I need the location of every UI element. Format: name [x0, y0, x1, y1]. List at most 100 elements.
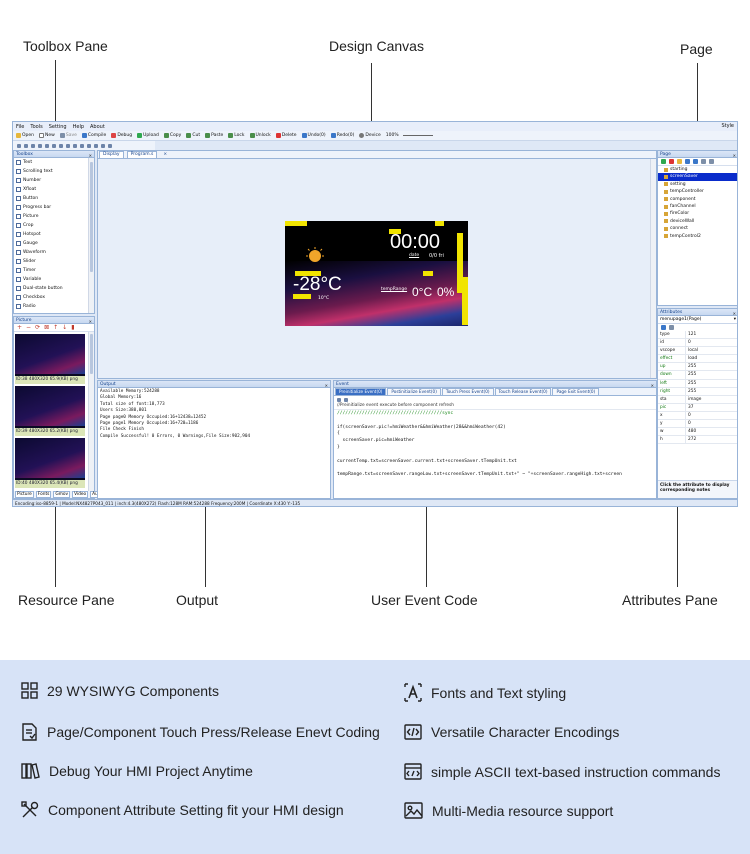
paste-button[interactable]: Paste	[205, 133, 223, 138]
insert-page-icon[interactable]	[677, 159, 682, 164]
debug-button[interactable]: Debug	[111, 133, 132, 138]
page-item[interactable]: screenSaver	[658, 173, 737, 181]
tab-postinitialize[interactable]: Postinitialize Event(0)	[387, 388, 441, 395]
zoom-control[interactable]: 100%	[386, 133, 433, 138]
page-item[interactable]: starting	[658, 166, 737, 173]
attribute-value[interactable]: 272	[688, 437, 697, 443]
picture-thumbnail[interactable]: ID:39 480X320 65.2(KB) png	[15, 386, 85, 436]
menu-help[interactable]: Help	[72, 123, 85, 130]
upload-button[interactable]: Upload	[137, 133, 159, 138]
menu-file[interactable]: File	[16, 123, 25, 130]
add-icon[interactable]: +	[17, 324, 23, 331]
move-up-icon[interactable]: ↑	[53, 324, 59, 331]
hmi-screen-preview[interactable]: 00:00 date 0/0 fri -28°C 10°C tempRange …	[285, 221, 468, 326]
center-v-icon[interactable]	[52, 143, 56, 148]
bring-front-icon[interactable]	[94, 143, 98, 148]
toolbox-item[interactable]: Dual-state button	[16, 284, 94, 293]
unlock-button[interactable]: Unlock	[249, 133, 271, 138]
trash-icon[interactable]: ▮	[71, 324, 75, 331]
move-up-page-icon[interactable]	[685, 159, 690, 164]
temp-range[interactable]: 10°C	[318, 296, 330, 301]
copy-page-icon[interactable]	[701, 159, 706, 164]
tab-touch-press[interactable]: Touch Press Event(0)	[441, 388, 494, 395]
toolbox-item[interactable]: Variable	[16, 275, 94, 284]
attribute-value[interactable]: image	[688, 396, 702, 402]
attribute-value[interactable]: local	[688, 348, 699, 354]
same-height-icon[interactable]	[66, 143, 70, 148]
toolbox-scroll-thumb[interactable]	[90, 162, 93, 272]
menu-setting[interactable]: Setting	[48, 123, 67, 130]
toolbox-item[interactable]: Gauge	[16, 239, 94, 248]
attribute-value[interactable]: 255	[688, 380, 697, 386]
pin-icon[interactable]: ✕	[732, 153, 736, 158]
cut-button[interactable]: Cut	[186, 133, 200, 138]
align-bottom-icon[interactable]	[38, 143, 42, 148]
attribute-value[interactable]: 480	[688, 429, 697, 435]
page-item[interactable]: tempControl2	[658, 233, 737, 240]
tab-fonts[interactable]: Fonts	[35, 491, 52, 498]
toolbox-item[interactable]: Hotspot	[16, 230, 94, 239]
toolbox-scrollbar[interactable]	[88, 158, 94, 313]
pin-icon[interactable]: ✕	[732, 311, 736, 316]
send-back-icon[interactable]	[101, 143, 105, 148]
toolbox-item[interactable]: Progress bar	[16, 203, 94, 212]
component-tag[interactable]	[457, 233, 463, 293]
sort-icon[interactable]	[661, 325, 666, 330]
delete-button[interactable]: Delete	[275, 133, 297, 138]
toolbox-item[interactable]: Picture	[16, 212, 94, 221]
device-button[interactable]: Device	[359, 133, 381, 138]
toolbox-item[interactable]: Slider	[16, 257, 94, 266]
move-down-icon[interactable]: ↓	[62, 324, 68, 331]
tab-picture[interactable]: Picture	[15, 491, 34, 498]
new-button[interactable]: New	[39, 133, 55, 138]
pin-icon[interactable]: ✕	[88, 319, 92, 324]
redo-button[interactable]: Redo(0)	[330, 133, 354, 138]
open-button[interactable]: Open	[16, 133, 34, 138]
filter-icon[interactable]	[669, 325, 674, 330]
attribute-value[interactable]: 255	[688, 364, 697, 370]
clock-time[interactable]: 00:00	[390, 231, 441, 253]
compile-button[interactable]: Compile	[81, 133, 106, 138]
delete-page-icon[interactable]	[669, 159, 674, 164]
undo-button[interactable]: Undo(0)	[301, 133, 326, 138]
component-tag[interactable]	[423, 271, 433, 276]
tab-close-icon[interactable]: ×	[163, 152, 168, 157]
toolbox-item[interactable]: Timer	[16, 266, 94, 275]
pin-icon[interactable]: ✕	[88, 153, 92, 158]
menu-tools[interactable]: Tools	[30, 123, 43, 130]
tab-program[interactable]: Program.s	[126, 151, 158, 158]
attribute-value[interactable]: 255	[688, 388, 697, 394]
center-h-icon[interactable]	[45, 143, 49, 148]
menu-style[interactable]: Style	[721, 123, 734, 129]
attribute-value[interactable]: 255	[688, 372, 697, 378]
date-value[interactable]: 0/0 fri	[429, 253, 444, 259]
page-item[interactable]: connect	[658, 225, 737, 232]
same-size-icon[interactable]	[73, 143, 77, 148]
attribute-value[interactable]: 0	[688, 421, 691, 427]
canvas-scrollbar[interactable]	[650, 159, 656, 378]
page-item[interactable]: fireColor	[658, 210, 737, 217]
attribute-value[interactable]: 37	[688, 404, 694, 410]
current-temp[interactable]: -28°C	[293, 274, 342, 295]
component-tag[interactable]	[295, 271, 321, 276]
tab-touch-release[interactable]: Touch Release Event(0)	[494, 388, 552, 395]
toolbox-item[interactable]: Text	[16, 158, 94, 167]
space-h-icon[interactable]	[80, 143, 84, 148]
pin-icon[interactable]: ✕	[650, 383, 654, 388]
toolbox-item[interactable]: Radio	[16, 302, 94, 311]
attribute-value[interactable]: 0	[688, 412, 691, 418]
page-item[interactable]: deviceWall	[658, 218, 737, 225]
grid-toggle-icon[interactable]	[108, 143, 112, 148]
copy-button[interactable]: Copy	[163, 133, 181, 138]
add-page-icon[interactable]	[661, 159, 666, 164]
zoom-slider[interactable]	[402, 135, 433, 136]
toolbox-item[interactable]: Number	[16, 176, 94, 185]
